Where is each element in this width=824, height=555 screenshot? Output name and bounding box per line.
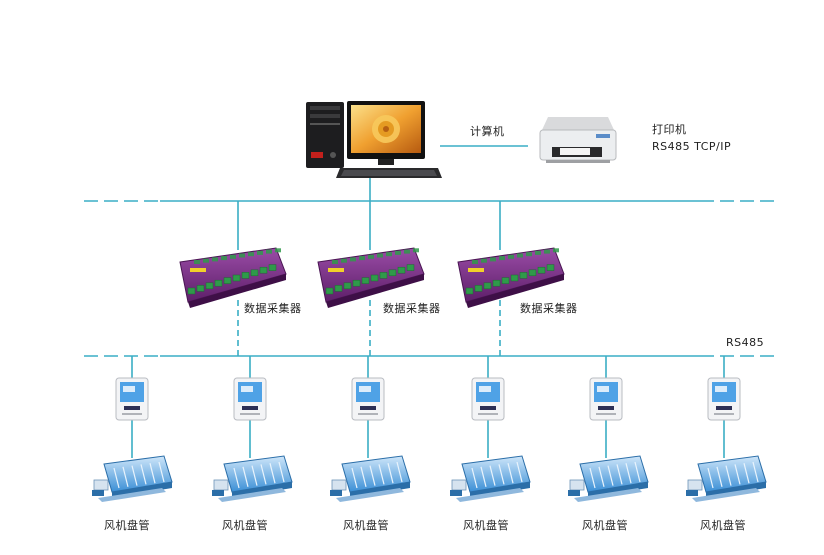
fancoil-3-label: 风机盘管 bbox=[343, 519, 389, 532]
fan-coil-units bbox=[92, 455, 767, 502]
thermostat-6-icon bbox=[707, 377, 741, 421]
computer-label: 计算机 bbox=[470, 125, 505, 138]
thermostat-3-icon bbox=[351, 377, 385, 421]
thermostat-2-icon bbox=[233, 377, 267, 421]
collector-3-label: 数据采集器 bbox=[520, 302, 578, 315]
fan-coil-unit-3-icon bbox=[330, 455, 411, 502]
thermostat-1-icon bbox=[115, 377, 149, 421]
fancoil-5-label: 风机盘管 bbox=[582, 519, 628, 532]
fan-coil-unit-2-icon bbox=[212, 455, 293, 502]
collector-1-icon bbox=[179, 247, 287, 308]
printer-label: 打印机 bbox=[652, 123, 687, 136]
fancoil-2-label: 风机盘管 bbox=[222, 519, 268, 532]
thermostats bbox=[115, 377, 741, 421]
data-collectors bbox=[179, 247, 565, 308]
printer-icon bbox=[539, 117, 617, 163]
rs485-label: RS485 bbox=[726, 336, 765, 349]
printer-protocol-label: RS485 TCP/IP bbox=[652, 140, 732, 153]
fancoil-1-label: 风机盘管 bbox=[104, 519, 150, 532]
fan-coil-unit-5-icon bbox=[568, 455, 649, 502]
collector-3-icon bbox=[457, 247, 565, 308]
fancoil-4-label: 风机盘管 bbox=[463, 519, 509, 532]
collector-2-label: 数据采集器 bbox=[383, 302, 441, 315]
fan-coil-unit-4-icon bbox=[450, 455, 531, 502]
collector-2-icon bbox=[317, 247, 425, 308]
fan-coil-unit-6-icon bbox=[686, 455, 767, 502]
thermostat-4-icon bbox=[471, 377, 505, 421]
thermostat-5-icon bbox=[589, 377, 623, 421]
fan-coil-unit-1-icon bbox=[92, 455, 173, 502]
collector-1-label: 数据采集器 bbox=[244, 302, 302, 315]
network-lines bbox=[84, 145, 776, 458]
computer-icon bbox=[306, 101, 442, 178]
fancoil-6-label: 风机盘管 bbox=[700, 519, 746, 532]
